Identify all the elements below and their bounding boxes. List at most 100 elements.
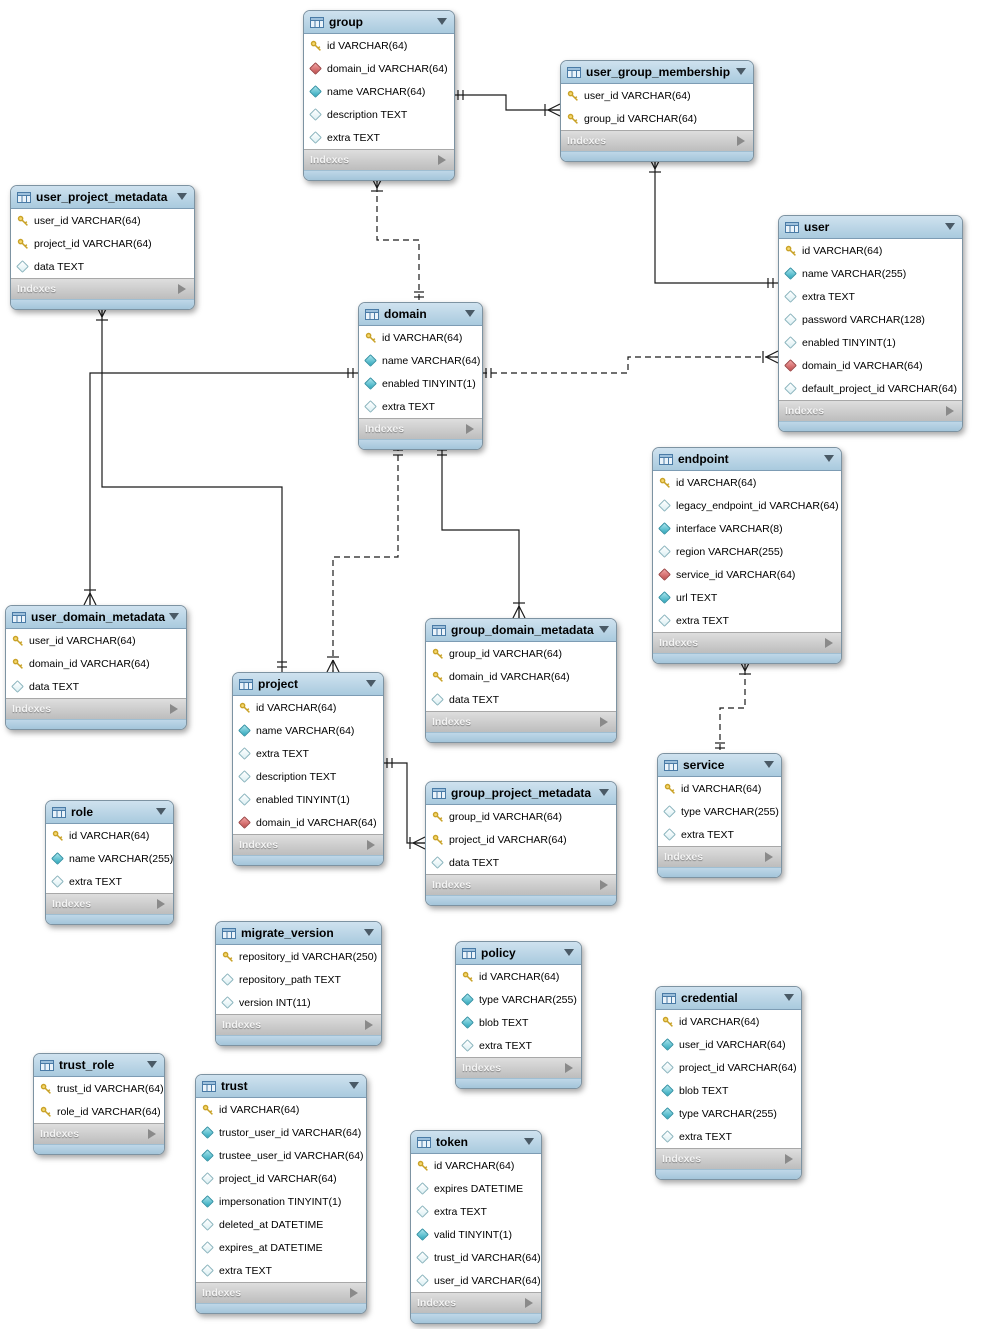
column-row[interactable]: domain_id VARCHAR(64) (426, 665, 616, 688)
collapse-arrow-icon[interactable] (156, 808, 166, 815)
connector-line[interactable] (101, 305, 283, 672)
column-row[interactable]: user_id VARCHAR(64) (411, 1269, 541, 1292)
column-row[interactable]: group_id VARCHAR(64) (426, 805, 616, 828)
column-row[interactable]: data TEXT (11, 255, 194, 278)
collapse-arrow-icon[interactable] (177, 193, 187, 200)
relationship-user_group_membership--user[interactable] (648, 156, 778, 288)
column-row[interactable]: enabled TINYINT(1) (779, 331, 962, 354)
expand-arrow-icon[interactable] (737, 136, 745, 146)
indexes-section[interactable]: Indexes (11, 278, 194, 299)
table-header[interactable]: user_domain_metadata (6, 606, 186, 629)
column-row[interactable]: legacy_endpoint_id VARCHAR(64) (653, 494, 841, 517)
column-row[interactable]: id VARCHAR(64) (359, 326, 482, 349)
column-row[interactable]: data TEXT (426, 851, 616, 874)
column-row[interactable]: extra TEXT (411, 1200, 541, 1223)
column-row[interactable]: id VARCHAR(64) (779, 239, 962, 262)
connector-line[interactable] (481, 356, 778, 374)
collapse-arrow-icon[interactable] (945, 223, 955, 230)
expand-arrow-icon[interactable] (170, 704, 178, 714)
expand-arrow-icon[interactable] (765, 852, 773, 862)
collapse-arrow-icon[interactable] (599, 789, 609, 796)
collapse-arrow-icon[interactable] (465, 310, 475, 317)
column-row[interactable]: enabled TINYINT(1) (359, 372, 482, 395)
table-header[interactable]: group (304, 11, 454, 34)
column-row[interactable]: name VARCHAR(255) (779, 262, 962, 285)
column-row[interactable]: expires_at DATETIME (196, 1236, 366, 1259)
column-row[interactable]: trustee_user_id VARCHAR(64) (196, 1144, 366, 1167)
table-header[interactable]: group_project_metadata (426, 782, 616, 805)
column-row[interactable]: trustor_user_id VARCHAR(64) (196, 1121, 366, 1144)
collapse-arrow-icon[interactable] (764, 761, 774, 768)
column-row[interactable]: extra TEXT (233, 742, 383, 765)
collapse-arrow-icon[interactable] (364, 929, 374, 936)
expand-arrow-icon[interactable] (148, 1129, 156, 1139)
column-row[interactable]: type VARCHAR(255) (656, 1102, 801, 1125)
expand-arrow-icon[interactable] (825, 638, 833, 648)
column-row[interactable]: project_id VARCHAR(64) (11, 232, 194, 255)
column-row[interactable]: project_id VARCHAR(64) (656, 1056, 801, 1079)
column-row[interactable]: repository_path TEXT (216, 968, 381, 991)
expand-arrow-icon[interactable] (367, 840, 375, 850)
column-row[interactable]: domain_id VARCHAR(64) (304, 57, 454, 80)
indexes-section[interactable]: Indexes (233, 834, 383, 855)
table-header[interactable]: user (779, 216, 962, 239)
indexes-section[interactable]: Indexes (216, 1014, 381, 1035)
table-header[interactable]: endpoint (653, 448, 841, 471)
table-header[interactable]: project (233, 673, 383, 696)
column-row[interactable]: service_id VARCHAR(64) (653, 563, 841, 586)
indexes-section[interactable]: Indexes (196, 1282, 366, 1303)
indexes-section[interactable]: Indexes (359, 418, 482, 439)
indexes-section[interactable]: Indexes (658, 846, 781, 867)
column-row[interactable]: extra TEXT (653, 609, 841, 632)
collapse-arrow-icon[interactable] (524, 1138, 534, 1145)
expand-arrow-icon[interactable] (785, 1154, 793, 1164)
column-row[interactable]: extra TEXT (658, 823, 781, 846)
column-row[interactable]: id VARCHAR(64) (658, 777, 781, 800)
collapse-arrow-icon[interactable] (736, 68, 746, 75)
column-row[interactable]: name VARCHAR(64) (359, 349, 482, 372)
indexes-section[interactable]: Indexes (426, 874, 616, 895)
expand-arrow-icon[interactable] (350, 1288, 358, 1298)
table-header[interactable]: trust_role (34, 1054, 164, 1077)
collapse-arrow-icon[interactable] (437, 18, 447, 25)
expand-arrow-icon[interactable] (946, 406, 954, 416)
column-row[interactable]: user_id VARCHAR(64) (561, 84, 753, 107)
column-row[interactable]: domain_id VARCHAR(64) (6, 652, 186, 675)
collapse-arrow-icon[interactable] (599, 626, 609, 633)
column-row[interactable]: description TEXT (304, 103, 454, 126)
relationship-user_project_metadata--project[interactable] (95, 304, 287, 672)
indexes-section[interactable]: Indexes (46, 893, 173, 914)
relationship-group--domain[interactable] (370, 175, 424, 302)
indexes-section[interactable]: Indexes (456, 1057, 581, 1078)
relationship-project--group_project_metadata[interactable] (382, 758, 426, 850)
column-row[interactable]: extra TEXT (304, 126, 454, 149)
table-header[interactable]: policy (456, 942, 581, 965)
column-row[interactable]: impersonation TINYINT(1) (196, 1190, 366, 1213)
column-row[interactable]: valid TINYINT(1) (411, 1223, 541, 1246)
expand-arrow-icon[interactable] (600, 880, 608, 890)
column-row[interactable]: type VARCHAR(255) (658, 800, 781, 823)
indexes-section[interactable]: Indexes (411, 1292, 541, 1313)
expand-arrow-icon[interactable] (466, 424, 474, 434)
column-row[interactable]: user_id VARCHAR(64) (6, 629, 186, 652)
expand-arrow-icon[interactable] (438, 155, 446, 165)
indexes-section[interactable]: Indexes (304, 149, 454, 170)
collapse-arrow-icon[interactable] (564, 949, 574, 956)
indexes-section[interactable]: Indexes (779, 400, 962, 421)
collapse-arrow-icon[interactable] (147, 1061, 157, 1068)
column-row[interactable]: name VARCHAR(64) (233, 719, 383, 742)
table-header[interactable]: domain (359, 303, 482, 326)
connector-line[interactable] (654, 157, 778, 284)
indexes-section[interactable]: Indexes (6, 698, 186, 719)
column-row[interactable]: version INT(11) (216, 991, 381, 1014)
